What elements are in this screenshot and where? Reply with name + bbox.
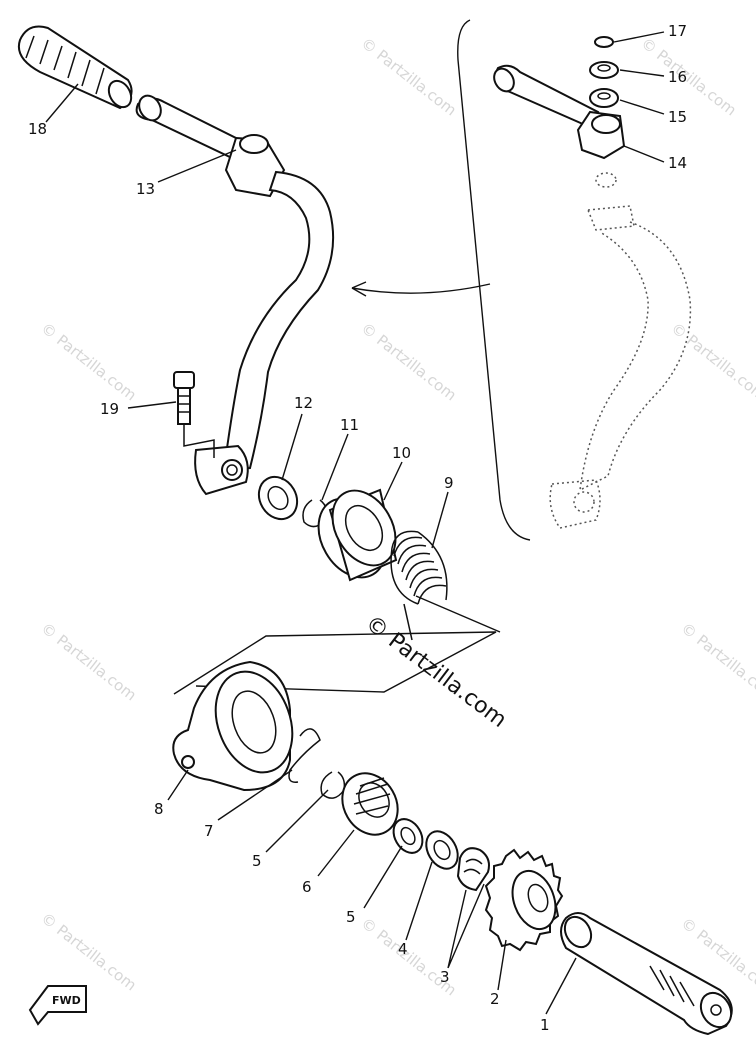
callout-16: 16 xyxy=(668,68,687,86)
callout-6: 6 xyxy=(302,878,312,896)
callout-3: 3 xyxy=(440,968,450,986)
part-19-bolt xyxy=(173,371,215,458)
part-10-spring-cover xyxy=(317,488,398,582)
callout-1: 1 xyxy=(540,1016,550,1034)
callout-7: 7 xyxy=(204,822,214,840)
center-watermark-text: © Partzilla.com xyxy=(360,611,511,733)
callout-19: 19 xyxy=(100,400,119,418)
assembly-bracket xyxy=(173,595,501,695)
callout-labels: 1 2 3 4 5 6 5 7 8 9 10 11 12 13 14 15 16… xyxy=(28,22,687,1034)
callout-15: 15 xyxy=(668,108,687,126)
callout-2: 2 xyxy=(490,990,500,1008)
part-1-kick-shaft xyxy=(560,912,733,1036)
watermark: © Partzilla.com xyxy=(358,319,460,404)
callout-9: 9 xyxy=(444,474,454,492)
watermark: © Partzilla.com xyxy=(358,914,460,999)
part-5-circlip-upper xyxy=(320,771,346,799)
reference-arrow xyxy=(351,281,491,297)
callout-11: 11 xyxy=(340,416,359,434)
watermark: © Partzilla.com xyxy=(668,319,756,404)
callout-17: 17 xyxy=(668,22,687,40)
part-6-ratchet xyxy=(341,772,399,836)
leader-lines xyxy=(45,31,665,1015)
watermark: © Partzilla.com xyxy=(38,619,140,704)
part-13-kick-lever xyxy=(135,94,335,496)
watermark: © Partzilla.com xyxy=(638,34,740,119)
inset-variant xyxy=(457,19,692,541)
watermark: © Partzilla.com xyxy=(678,619,756,704)
callout-14: 14 xyxy=(668,154,687,172)
part-3-clip-spring xyxy=(456,847,490,892)
part-18-grip xyxy=(18,25,133,110)
watermark: © Partzilla.com xyxy=(358,34,460,119)
part-4-washer xyxy=(425,830,459,870)
callout-18: 18 xyxy=(28,120,47,138)
callout-5b: 5 xyxy=(346,908,356,926)
callout-13: 13 xyxy=(136,180,155,198)
callout-8: 8 xyxy=(154,800,164,818)
callout-4: 4 xyxy=(398,940,408,958)
part-12-oil-seal xyxy=(257,475,299,521)
part-2-kick-gear xyxy=(484,848,564,952)
part-9-kick-spring xyxy=(390,530,448,641)
part-5-washer-lower xyxy=(392,818,424,854)
watermark: © Partzilla.com xyxy=(38,319,140,404)
watermark: © Partzilla.com xyxy=(38,909,140,994)
callout-10: 10 xyxy=(392,444,411,462)
callout-12: 12 xyxy=(294,394,313,412)
center-watermark: © Partzilla.com xyxy=(360,611,511,733)
part-8-housing xyxy=(172,660,294,792)
forward-direction-badge: FWD xyxy=(28,985,87,1026)
callout-5a: 5 xyxy=(252,852,262,870)
fwd-label: FWD xyxy=(52,994,81,1007)
part-7-clip xyxy=(288,728,321,783)
